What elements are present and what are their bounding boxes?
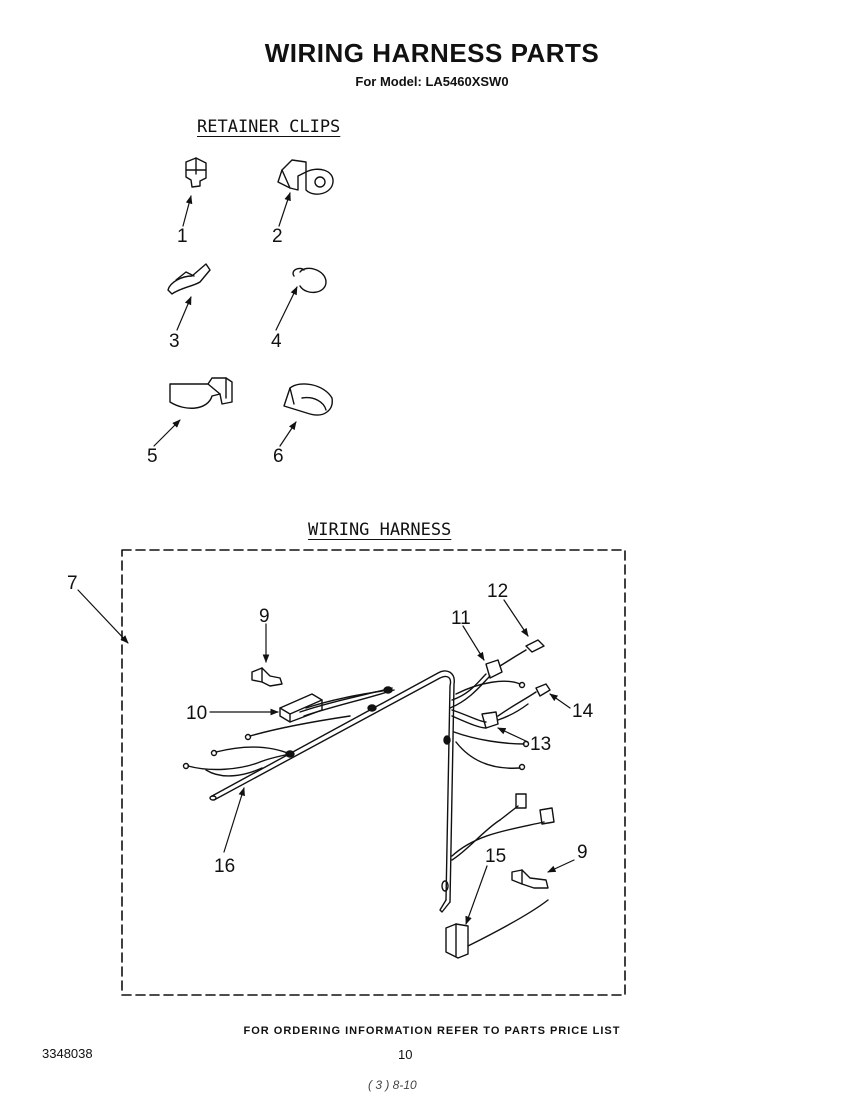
callout-1: 1 [177, 226, 188, 247]
leader-3 [176, 296, 192, 331]
callout-13: 13 [530, 734, 552, 755]
handwritten-note: ( 3 ) 8-10 [368, 1078, 417, 1092]
leader-6 [279, 421, 297, 447]
wiring-harness-heading: WIRING HARNESS [308, 520, 452, 540]
leader-9-right [547, 859, 575, 873]
callout-14: 14 [572, 701, 594, 722]
retainer-clip-4 [292, 267, 327, 293]
leader-7 [77, 589, 129, 644]
leader-11 [462, 625, 485, 661]
callout-5: 5 [147, 446, 158, 467]
callout-10: 10 [186, 703, 208, 724]
leader-15 [465, 865, 488, 925]
retainer-clips-heading: RETAINER CLIPS [197, 117, 341, 137]
leader-1 [182, 195, 193, 227]
leader-13 [497, 727, 529, 743]
leader-5 [153, 419, 181, 447]
ordering-info-footer: FOR ORDERING INFORMATION REFER TO PARTS … [243, 1025, 621, 1037]
callout-3: 3 [169, 331, 180, 352]
leader-2 [278, 192, 291, 227]
page-title: WIRING HARNESS PARTS [264, 38, 600, 68]
callout-9-right: 9 [577, 842, 588, 863]
model-subtitle: For Model: LA5460XSW0 [355, 74, 509, 89]
retainer-clip-1 [185, 157, 207, 188]
callout-6: 6 [273, 446, 284, 467]
callout-2: 2 [272, 226, 283, 247]
retainer-clip-6 [283, 383, 333, 416]
retainer-clip-5 [169, 377, 233, 409]
retainer-clip-3 [167, 263, 211, 295]
callout-7: 7 [67, 573, 78, 594]
leader-16 [223, 787, 245, 853]
leader-4 [275, 286, 298, 331]
harness-border [121, 549, 626, 996]
leader-14 [549, 693, 571, 709]
leader-12 [503, 599, 529, 637]
callout-16: 16 [214, 856, 236, 877]
callout-4: 4 [271, 331, 282, 352]
wiring-harness-assembly [182, 639, 555, 959]
callout-12: 12 [487, 581, 509, 602]
page-number: 10 [398, 1047, 413, 1062]
callout-11: 11 [451, 608, 471, 629]
retainer-clip-2 [277, 159, 334, 195]
callout-9-left: 9 [259, 606, 270, 627]
document-number: 3348038 [42, 1046, 93, 1061]
callout-15: 15 [485, 846, 507, 867]
